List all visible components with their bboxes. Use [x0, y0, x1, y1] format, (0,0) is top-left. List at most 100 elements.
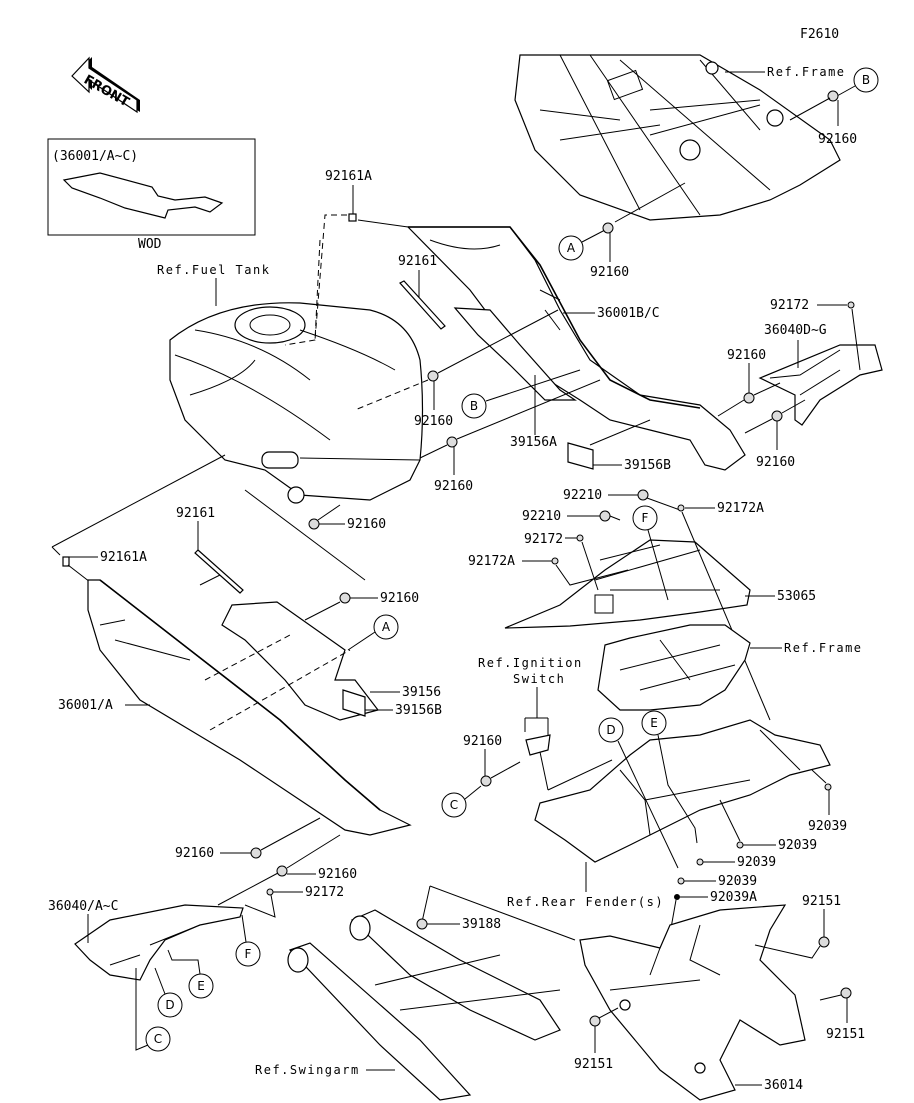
nut-92210-1 — [637, 489, 649, 501]
part-label: 92039 — [778, 838, 817, 853]
part-label: 92151 — [802, 894, 841, 909]
inset-title: (36001/A~C) — [52, 149, 138, 164]
strip-92161-left — [194, 549, 244, 594]
callout-F-mid — [632, 505, 658, 531]
part-label: 92160 — [590, 265, 629, 280]
part-label: 39156B — [624, 458, 671, 473]
screw-92172a-1 — [677, 504, 685, 512]
front-direction-arrow-icon: FRONT — [71, 56, 140, 114]
inset-cover-silhouette — [62, 172, 224, 219]
part-label: 92160 — [756, 455, 795, 470]
callout-D-bottom — [157, 992, 183, 1018]
strip-92161-top — [399, 280, 446, 330]
screw-92172-top — [847, 301, 855, 309]
grommet-92160-cover-1 — [743, 392, 755, 404]
clip-92161a-top — [348, 213, 357, 222]
screw-92039a — [674, 894, 680, 900]
part-label: 92172 — [524, 532, 563, 547]
grommet-92160-ign — [480, 775, 492, 787]
inset-caption: WOD — [138, 237, 162, 252]
svg-text:A: A — [382, 620, 391, 634]
bolt-92151-1 — [818, 936, 830, 948]
pad-39156a — [453, 307, 577, 401]
seat-frame-53065-illustration — [504, 539, 751, 629]
part-label: 92151 — [574, 1057, 613, 1072]
clip-92161a-left — [62, 556, 70, 567]
callout-E-bottom — [188, 973, 214, 999]
grommet-92160-a — [602, 222, 614, 234]
svg-text:B: B — [862, 73, 870, 87]
rear-fender-illustration — [534, 719, 831, 863]
ref-frame-mid: Ref.Frame — [784, 641, 863, 655]
grommet-92160-cover-2 — [771, 410, 783, 422]
part-label: 39156A — [510, 435, 557, 450]
part-label: 92210 — [563, 488, 602, 503]
ignition-switch-bracket — [525, 734, 551, 756]
part-label: 92161 — [398, 254, 437, 269]
ref-frame-top: Ref.Frame — [767, 65, 846, 79]
part-label: 92039 — [737, 855, 776, 870]
callout-A-top — [558, 235, 584, 261]
screw-92172-low — [266, 888, 274, 896]
pad-39156b-top — [567, 442, 594, 470]
screw-92039-1 — [824, 783, 832, 791]
nut-92210-2 — [599, 510, 611, 522]
part-label: 92160 — [347, 517, 386, 532]
grommet-92160-tank-2 — [446, 436, 458, 448]
part-label: 92172 — [770, 298, 809, 313]
side-cover-36001bc-illustration — [406, 226, 746, 471]
ref-ignition-switch-line1: Ref.Ignition — [478, 656, 583, 670]
callout-A-left — [373, 614, 399, 640]
svg-text:E: E — [197, 979, 205, 993]
part-label: 92161 — [176, 506, 215, 521]
tail-cover-36040dg-illustration — [758, 344, 883, 426]
svg-text:C: C — [450, 798, 458, 812]
part-label: 36014 — [764, 1078, 803, 1093]
grommet-92160-low-2 — [276, 865, 288, 877]
ref-fuel-tank: Ref.Fuel Tank — [157, 263, 270, 277]
part-label: 92172A — [717, 501, 764, 516]
part-label: 92160 — [175, 846, 214, 861]
washer-39188 — [416, 918, 428, 930]
bolt-92151-2 — [840, 987, 852, 999]
ref-ignition-switch-line2: Switch — [513, 672, 565, 686]
rear-mudguard-36014-illustration — [579, 904, 806, 1101]
callout-C-bottom — [145, 1026, 171, 1052]
part-label: 92172A — [468, 554, 515, 569]
part-label: 92151 — [826, 1027, 865, 1042]
ref-rear-fenders: Ref.Rear Fender(s) — [507, 895, 664, 909]
callout-B-top — [853, 67, 879, 93]
part-label: 92160 — [434, 479, 473, 494]
part-label: 39188 — [462, 917, 501, 932]
swingarm-illustration — [287, 909, 561, 1101]
svg-text:D: D — [165, 998, 174, 1012]
callout-C-mid — [441, 792, 467, 818]
screw-92039-3 — [696, 858, 704, 866]
part-label: 92160 — [818, 132, 857, 147]
screw-92039-4 — [677, 877, 685, 885]
ref-swingarm: Ref.Swingarm — [255, 1063, 360, 1077]
pad-39156b-left — [342, 689, 366, 717]
frame-illustration-top — [514, 54, 841, 221]
inset-variant-box: (36001/A~C) WOD — [47, 138, 256, 252]
grommet-92160-low-1 — [250, 847, 262, 859]
bolt-92151-3 — [589, 1015, 601, 1027]
callout-B-mid — [461, 393, 487, 419]
part-label: 92161A — [325, 169, 372, 184]
part-label: 92160 — [463, 734, 502, 749]
screw-92039-2 — [736, 841, 744, 849]
part-label: 92160 — [727, 348, 766, 363]
svg-text:E: E — [650, 716, 658, 730]
part-label: 92161A — [100, 550, 147, 565]
callout-E-mid — [641, 710, 667, 736]
part-label: 92172 — [305, 885, 344, 900]
part-label: 92039A — [710, 890, 757, 905]
part-label: 53065 — [777, 589, 816, 604]
figure-code: F2610 — [800, 27, 839, 42]
pad-39156 — [221, 601, 380, 721]
grommet-92160-b — [827, 90, 839, 102]
part-label: 92039 — [808, 819, 847, 834]
grommet-92160-tank-1 — [427, 370, 439, 382]
screw-92172-mid — [576, 534, 584, 542]
